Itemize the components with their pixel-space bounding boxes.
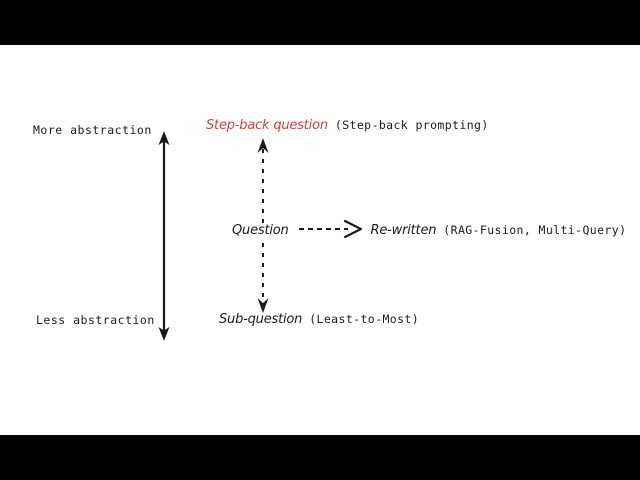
sub-question-technique-label: (Least-to-Most) bbox=[309, 312, 420, 326]
less-abstraction-label: Less abstraction bbox=[36, 313, 155, 327]
step-back-technique-label: (Step-back prompting) bbox=[334, 118, 489, 132]
re-written-term: Re-written bbox=[370, 223, 437, 238]
dashed-arrow-down bbox=[257, 243, 269, 313]
letterbox-bar-bottom bbox=[0, 435, 640, 480]
question-term: Question bbox=[232, 223, 289, 238]
whiteboard-canvas: Re-written --> More abstraction Less abs… bbox=[0, 45, 640, 435]
more-abstraction-label: More abstraction bbox=[33, 123, 152, 137]
row-step-back: Step-back question (Step-back prompting) bbox=[206, 118, 489, 133]
letterbox-bar-top bbox=[0, 0, 640, 45]
abstraction-axis-arrow bbox=[158, 131, 170, 341]
sub-question-term: Sub-question bbox=[219, 312, 303, 327]
row-sub-question: Sub-question (Least-to-Most) bbox=[219, 312, 419, 327]
diagram-ink-layer: Re-written --> bbox=[158, 131, 363, 341]
step-back-question-term: Step-back question bbox=[206, 118, 328, 133]
row-question: Question Re-written (RAG-Fusion, Multi-Q… bbox=[232, 223, 626, 238]
re-written-technique-label: (RAG-Fusion, Multi-Query) bbox=[443, 223, 627, 237]
dashed-arrow-up bbox=[257, 138, 269, 223]
